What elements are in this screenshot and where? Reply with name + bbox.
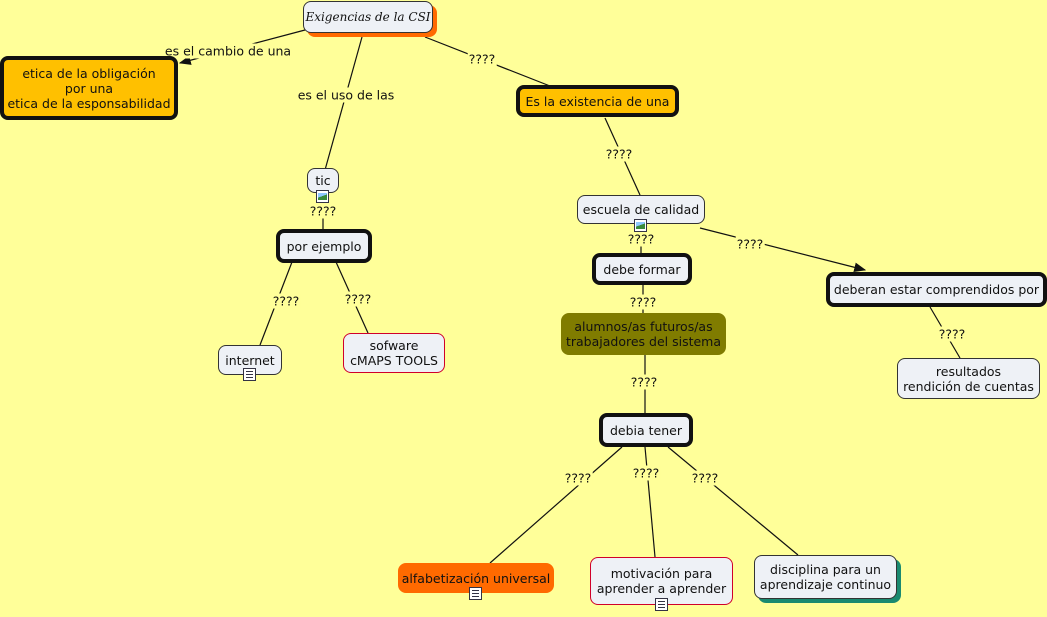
document-icon[interactable] (469, 587, 482, 600)
concept-disciplina[interactable]: disciplina para un aprendizaje continuo (754, 555, 897, 599)
link-label-resultados: ???? (937, 326, 967, 342)
link-label-tic: ???? (308, 203, 338, 219)
concept-etica[interactable]: etica de la obligación por una etica de … (0, 56, 178, 120)
link-label-alfabetizacion: ???? (563, 470, 593, 486)
concept-motivacion[interactable]: motivación para aprender a aprender (590, 557, 733, 605)
link-label-debeformar: ???? (626, 231, 656, 247)
concept-tic[interactable]: tic (307, 168, 339, 193)
link-label-deberan: ???? (735, 236, 765, 252)
image-icon[interactable] (316, 190, 329, 203)
link-label-escuela: ???? (604, 146, 634, 162)
concept-tic-label: tic (315, 173, 331, 188)
concept-deberan[interactable]: deberan estar comprendidos por (826, 272, 1047, 307)
link-label-internet: ???? (271, 293, 301, 309)
link-label-existencia: ???? (467, 51, 497, 67)
edge-title-tic (324, 36, 363, 171)
link-label-debia: ???? (629, 374, 659, 390)
concept-title[interactable]: Exigencias de la CSI (303, 1, 433, 33)
link-label-disciplina: ???? (690, 470, 720, 486)
edge-debia-motiv (644, 446, 656, 558)
document-icon[interactable] (655, 598, 668, 611)
concept-existencia[interactable]: Es la existencia de una (516, 85, 679, 117)
concept-debia-tener[interactable]: debia tener (599, 413, 693, 447)
concept-sofware[interactable]: sofware cMAPS TOOLS (343, 333, 445, 373)
edge-debia-disc (667, 446, 799, 556)
link-label-cambio: es el cambio de una (163, 43, 293, 59)
link-label-motivacion: ???? (631, 465, 661, 481)
concept-alfabetizacion[interactable]: alfabetización universal (398, 563, 554, 593)
concept-alumnos[interactable]: alumnos/as futuros/as trabajadores del s… (561, 313, 726, 355)
concept-debe-formar[interactable]: debe formar (592, 253, 692, 285)
document-icon[interactable] (243, 368, 256, 381)
link-label-alumnos: ???? (628, 294, 658, 310)
link-label-uso: es el uso de las (296, 87, 396, 103)
image-icon[interactable] (634, 219, 647, 232)
link-label-sofware: ???? (343, 291, 373, 307)
concept-por-ejemplo[interactable]: por ejemplo (276, 229, 372, 263)
edge-debia-alfa (489, 446, 623, 564)
edge-escuela-deberan (699, 227, 867, 272)
concept-resultados[interactable]: resultados rendición de cuentas (897, 358, 1040, 399)
